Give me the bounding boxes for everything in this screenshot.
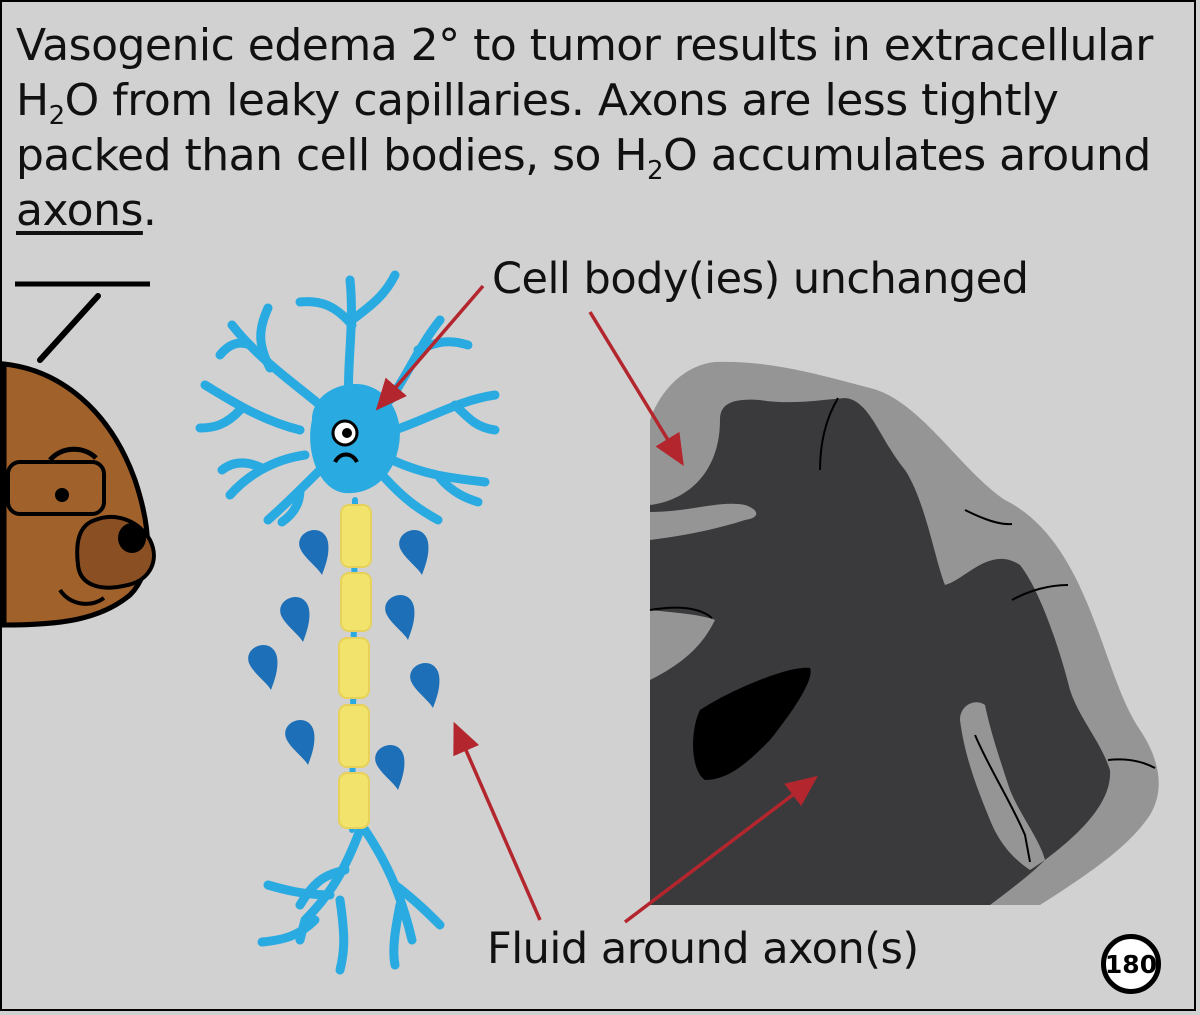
water-droplet-icon [372,741,412,794]
water-droplet-icon [407,659,447,712]
cell-body-label: Cell body(ies) unchanged [492,254,1029,304]
water-droplet-icon [277,593,317,646]
brain-cross-section-icon [649,361,1159,905]
caption-line-3: packed than cell bodies, so H2O accumula… [16,130,1151,186]
caption-emphasis: axons [16,185,143,236]
myelin-sheaths [338,504,372,829]
arrow-icon [588,311,684,466]
fluid-label: Fluid around axon(s) [487,924,919,974]
page-number-badge: 180 [1101,934,1161,994]
neuron-icon [195,270,500,975]
caption-line-4: axons. [16,185,157,236]
caption-text: Vasogenic edema 2° to tumor results in e… [16,18,1191,238]
water-droplet-icon [296,526,336,579]
water-droplet-icon [382,591,422,644]
ventricle [693,667,811,780]
water-droplet-icon [282,716,322,769]
caption-line-2: H2O from leaky capillaries. Axons are le… [16,75,1059,131]
cell-face-icon [331,419,359,464]
water-droplet-icon [396,526,436,579]
arrow-icon [453,721,542,921]
water-droplet-icon [245,641,285,694]
arrow-icon [375,284,485,411]
arrow-icon [623,775,818,924]
caption-line-1: Vasogenic edema 2° to tumor results in e… [16,20,1153,71]
bear-character-icon [1,293,156,628]
annotation-arrows [375,284,818,924]
